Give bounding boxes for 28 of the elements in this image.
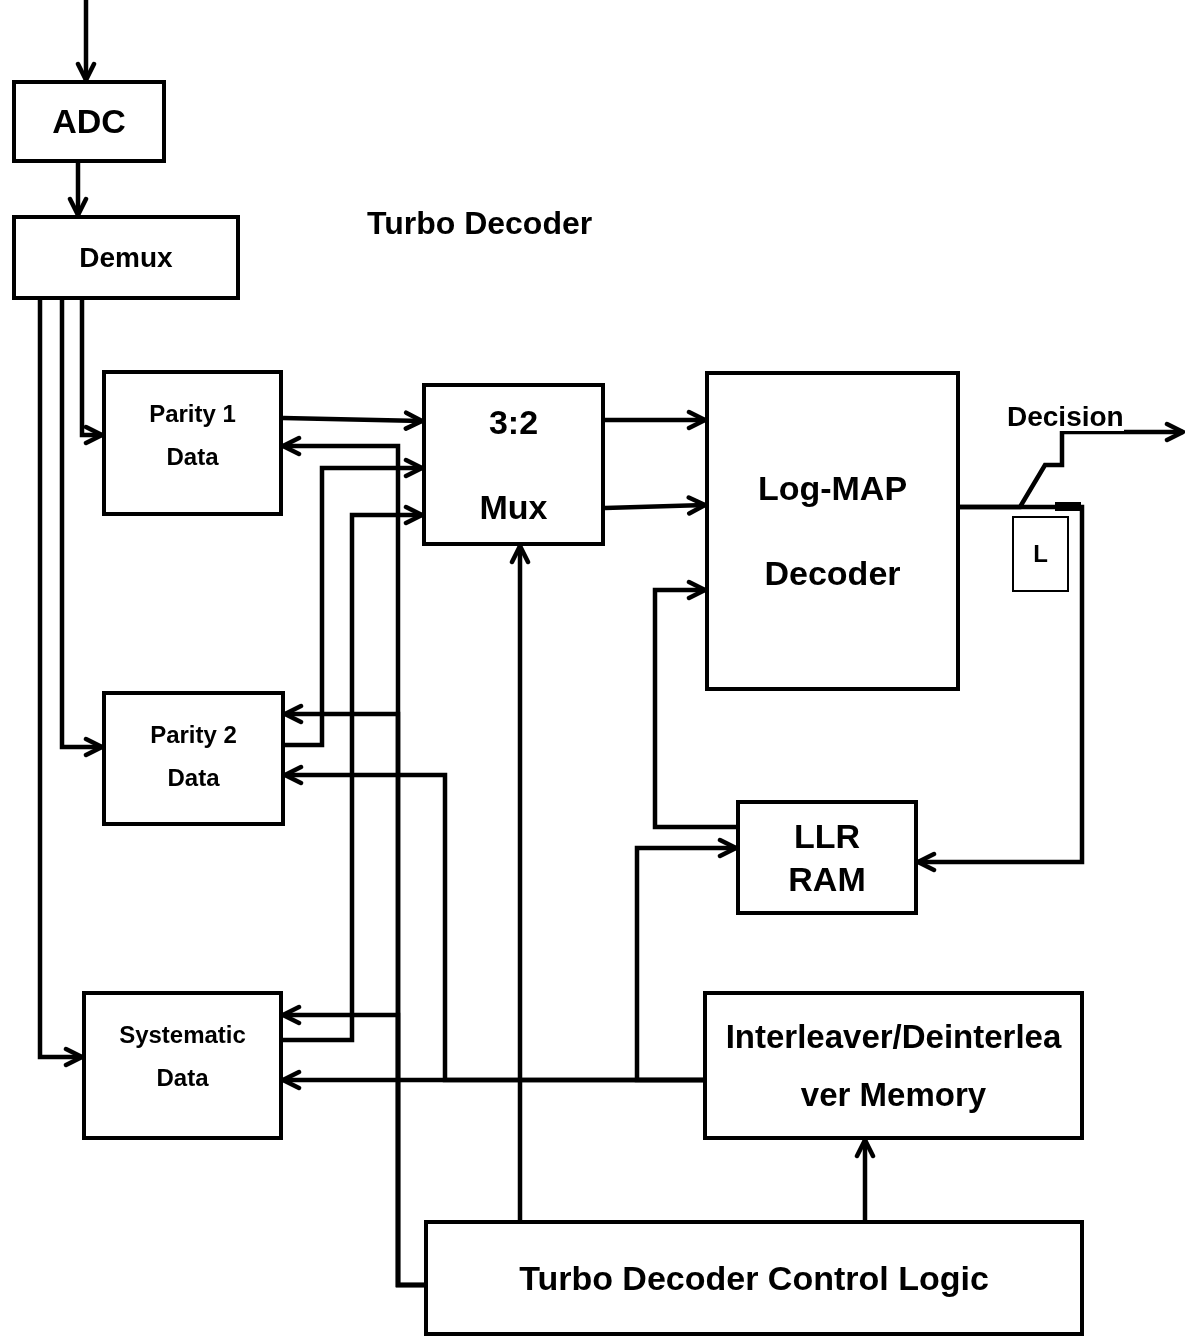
process-box [12,215,240,300]
arrow [67,163,89,218]
arrow [960,421,1185,510]
process-box [82,991,283,1140]
process-box [705,371,960,691]
block-label: L [1033,539,1048,569]
block-label: Log-MAP Decoder [756,468,909,594]
arrow [652,579,736,830]
block-label: Parity 2 Data [149,720,238,794]
process-box [102,370,283,516]
process-box [424,1220,1084,1336]
process-box [422,383,605,546]
block-label: Parity 1 Data [148,399,237,473]
diagram-title: Turbo Decoder [367,205,593,242]
edge-label: Decision [1007,403,1124,431]
process-box [736,800,918,915]
block-label: Demux [79,240,173,275]
process-box [703,991,1084,1140]
block-label: Interleaver/Deinterleaver Memory [724,1016,1063,1115]
block-label: Turbo Decoder Control Logic [519,1257,989,1299]
process-box [1012,516,1069,592]
process-box [12,80,166,163]
block-label: LLR RAM [787,816,867,900]
block-label: 3:2 Mux [478,401,549,528]
process-box [102,691,285,826]
block-label: Systematic Data [118,1020,247,1094]
arrow [75,0,97,83]
block-label: ADC [52,101,126,142]
